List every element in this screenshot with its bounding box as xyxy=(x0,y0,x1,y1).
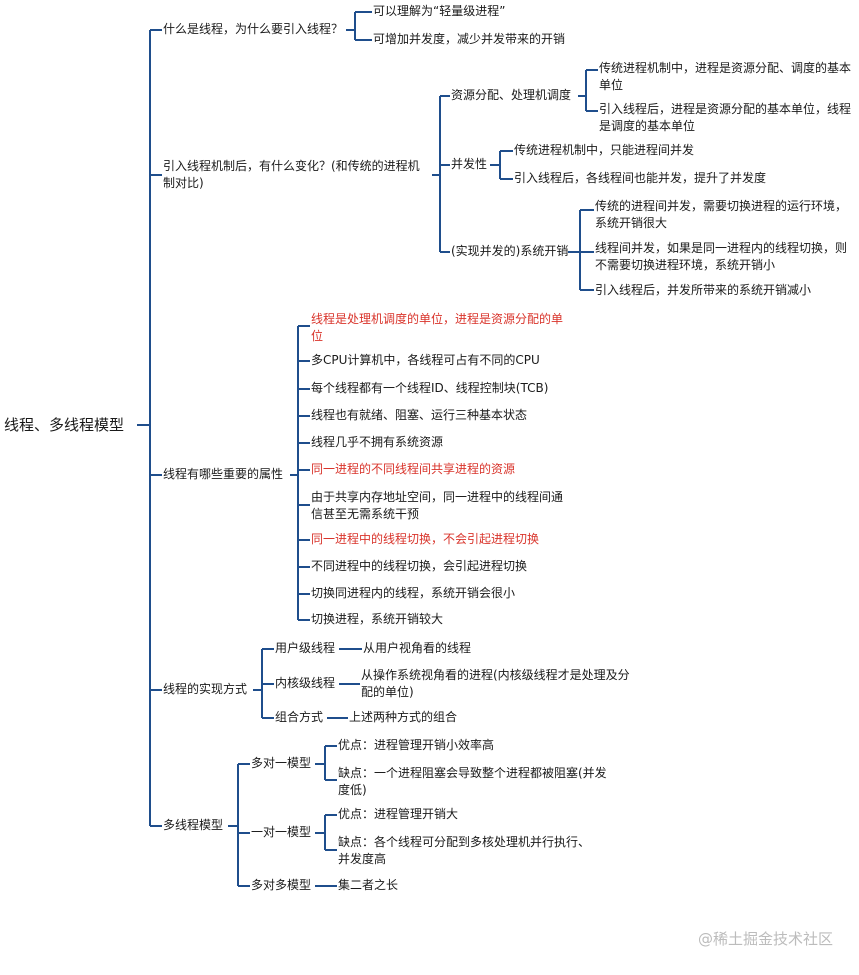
property-multi-cpu: 多CPU计算机中，各线程可占有不同的CPU xyxy=(311,353,540,367)
leaf-traditional-process-unit: 传统进程机制中，进程是资源分配、调度的基本单位 xyxy=(599,61,852,92)
branch-implementation: 线程的实现方式 xyxy=(163,682,248,696)
leaf-user-view: 从用户视角看的线程 xyxy=(363,641,472,655)
node-user-level-thread: 用户级线程 xyxy=(275,641,336,655)
property-small-overhead: 切换同进程内的线程，系统开销会很小 xyxy=(311,586,516,600)
leaf-increase-concurrency: 可增加并发度，减少并发带来的开销 xyxy=(373,32,566,46)
leaf-kernel-view: 从操作系统视角看的进程(内核级线程才是处理及分配的单位) xyxy=(361,668,630,699)
property-share-resources: 同一进程的不同线程间共享进程的资源 xyxy=(311,462,516,476)
leaf-thread-switch-overhead: 线程间并发，如果是同一进程内的线程切换，则不需要切换进程环境，系统开销小 xyxy=(595,241,848,272)
leaf-process-switch-overhead: 传统的进程间并发，需要切换进程的运行环境，系统开销很大 xyxy=(595,199,848,230)
branch-thread-properties: 线程有哪些重要的属性 xyxy=(163,467,284,481)
node-many-to-one: 多对一模型 xyxy=(251,756,312,770)
node-combined: 组合方式 xyxy=(275,710,324,724)
property-no-resources: 线程几乎不拥有系统资源 xyxy=(311,435,444,449)
property-scheduling-unit: 线程是处理机调度的单位，进程是资源分配的单位 xyxy=(311,312,564,343)
node-system-overhead: (实现并发的)系统开销 xyxy=(451,244,569,258)
property-large-overhead: 切换进程，系统开销较大 xyxy=(311,612,444,626)
leaf-lightweight-process: 可以理解为“轻量级进程” xyxy=(373,4,506,18)
leaf-o2o-pro: 优点：进程管理开销大 xyxy=(338,807,459,821)
property-shared-memory: 由于共享内存地址空间，同一进程中的线程间通信甚至无需系统干预 xyxy=(311,490,564,521)
node-many-to-many: 多对多模型 xyxy=(251,878,312,892)
leaf-m2m-best: 集二者之长 xyxy=(338,878,399,892)
leaf-combination: 上述两种方式的组合 xyxy=(349,710,458,724)
watermark: @稀土掘金技术社区 xyxy=(697,930,833,948)
root-node: 线程、多线程模型 xyxy=(4,416,125,434)
node-one-to-one: 一对一模型 xyxy=(251,825,312,839)
property-thread-id-tcb: 每个线程都有一个线程ID、线程控制块(TCB) xyxy=(311,381,549,395)
leaf-o2o-con: 缺点：各个线程可分配到多核处理机并行执行、并发度高 xyxy=(338,835,591,866)
node-concurrency: 并发性 xyxy=(451,157,488,171)
leaf-overhead-reduced: 引入线程后，并发所带来的系统开销减小 xyxy=(595,283,812,297)
property-no-process-switch: 同一进程中的线程切换，不会引起进程切换 xyxy=(311,532,540,546)
leaf-m2o-con: 缺点：一个进程阻塞会导致整个进程都被阻塞(并发度低) xyxy=(338,766,607,797)
property-process-switch: 不同进程中的线程切换，会引起进程切换 xyxy=(311,559,528,573)
leaf-thread-concurrency: 引入线程后，各线程间也能并发，提升了并发度 xyxy=(514,171,767,185)
branch-what-is-thread: 什么是线程，为什么要引入线程？ xyxy=(163,22,344,36)
node-resource-scheduling: 资源分配、处理机调度 xyxy=(451,88,572,102)
property-three-states: 线程也有就绪、阻塞、运行三种基本状态 xyxy=(311,408,528,422)
branch-multithread-models: 多线程模型 xyxy=(163,818,224,832)
leaf-thread-scheduling-unit: 引入线程后，进程是资源分配的基本单位，线程是调度的基本单位 xyxy=(599,102,852,133)
node-kernel-level-thread: 内核级线程 xyxy=(275,676,336,690)
branch-changes-after-threads: 引入线程机制后，有什么变化？(和传统的进程机制对比) xyxy=(163,159,420,190)
leaf-m2o-pro: 优点：进程管理开销小效率高 xyxy=(338,738,495,752)
leaf-process-concurrency: 传统进程机制中，只能进程间并发 xyxy=(514,143,695,157)
